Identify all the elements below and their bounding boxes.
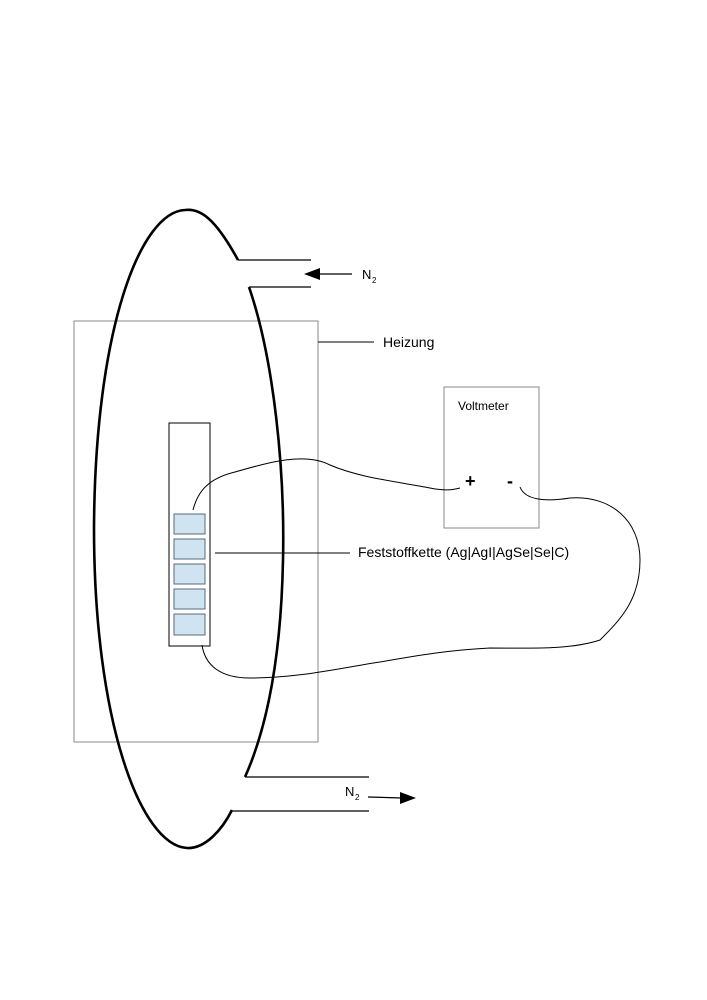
n2-inlet-label: N	[362, 267, 371, 282]
wire-positive	[192, 458, 461, 511]
voltmeter-minus-terminal: -	[507, 471, 513, 491]
chain-cell-3	[173, 563, 206, 585]
chain-cell-4	[173, 588, 206, 610]
n2-outlet-arrow-shaft	[367, 796, 403, 799]
voltmeter-box	[443, 386, 540, 529]
chain-cell-1	[173, 513, 206, 535]
n2-outlet-subscript: 2	[355, 793, 360, 802]
heater-box	[73, 320, 319, 743]
n2-outlet-arrowhead	[400, 792, 416, 804]
heater-label: Heizung	[383, 334, 434, 350]
voltmeter-label: Voltmeter	[458, 399, 509, 413]
n2-outlet-label: N	[345, 784, 354, 799]
n2-inlet-subscript: 2	[372, 276, 377, 285]
chain-label: Feststoffkette (Ag|AgI|AgSe|Se|C)	[358, 544, 569, 560]
chain-cell-2	[173, 538, 206, 560]
tube-outer-wall	[92, 208, 240, 850]
tube-inner-wall	[243, 286, 285, 778]
n2-inlet-arrowhead	[304, 268, 320, 280]
wire-negative	[201, 486, 641, 679]
voltmeter-plus-terminal: +	[465, 471, 476, 491]
chain-cell-5	[173, 613, 206, 636]
